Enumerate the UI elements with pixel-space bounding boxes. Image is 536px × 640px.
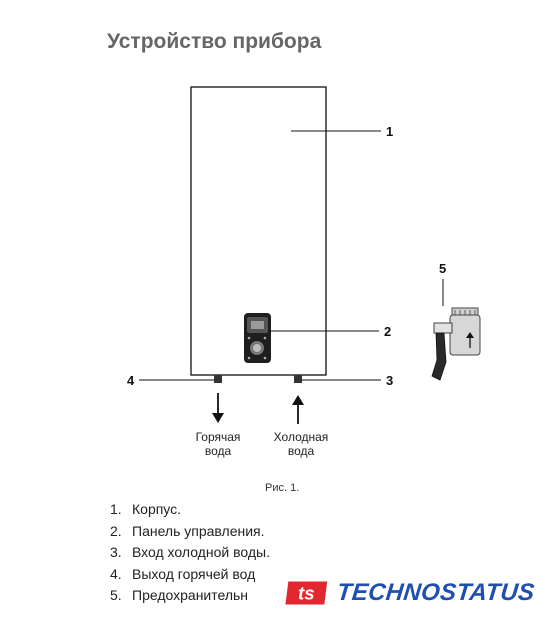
callout-number-3: 3 bbox=[386, 373, 393, 388]
hot-water-label-line-2: вода bbox=[205, 444, 232, 458]
legend-item-text: Корпус. bbox=[132, 501, 182, 517]
legend-item-number: 2. bbox=[110, 522, 122, 539]
figure-caption: Рис. 1. bbox=[265, 482, 300, 494]
legend-item-3: 3. Вход холодной воды. bbox=[110, 542, 270, 564]
callout-number-1: 1 bbox=[386, 124, 393, 139]
callout-number-2: 2 bbox=[384, 324, 391, 339]
callout-number-5: 5 bbox=[439, 261, 446, 276]
legend-item-5: 5. Предохранительн bbox=[110, 585, 270, 607]
control-panel bbox=[244, 313, 271, 363]
legend-item-text: Выход горячей вод bbox=[132, 565, 256, 582]
cold-water-label-line-2: вода bbox=[288, 444, 315, 458]
cold-water-label-line-1: Холодная bbox=[274, 430, 329, 444]
legend-item-number: 5. bbox=[110, 587, 122, 603]
cold-water-arrow bbox=[292, 395, 304, 424]
legend-item-2: 2. Панель управления. bbox=[110, 521, 270, 543]
hot-water-arrow bbox=[212, 393, 224, 423]
cold-water-inlet-pipe bbox=[294, 375, 302, 383]
logo-wordmark: TECHNOSTATUS bbox=[335, 579, 536, 606]
hot-water-outlet-pipe bbox=[214, 375, 222, 383]
page-title: Устройство прибора bbox=[107, 30, 322, 53]
callout-number-4: 4 bbox=[127, 373, 135, 388]
legend-item-1: 1. Корпус. bbox=[110, 499, 270, 521]
ts-logo-mark: ts bbox=[285, 581, 328, 605]
legend-item-4: 4. Выход горячей вод bbox=[110, 564, 270, 586]
technostatus-logo: ts TECHNOSTATUS bbox=[284, 573, 536, 613]
legend-item-text: Предохранительн bbox=[132, 587, 249, 603]
hot-water-label-line-1: Горячая bbox=[196, 430, 241, 444]
legend-item-text: Панель управления. bbox=[132, 522, 265, 539]
legend-item-number: 3. bbox=[110, 544, 122, 560]
legend-item-number: 4. bbox=[110, 565, 122, 582]
legend-item-number: 1. bbox=[110, 501, 122, 517]
safety-valve bbox=[431, 279, 481, 381]
logo-mark-text: ts bbox=[298, 582, 315, 603]
legend-item-text: Вход холодной воды. bbox=[132, 544, 270, 560]
parts-legend: 1. Корпус. 2. Панель управления. 3. Вход хо… bbox=[110, 499, 270, 607]
